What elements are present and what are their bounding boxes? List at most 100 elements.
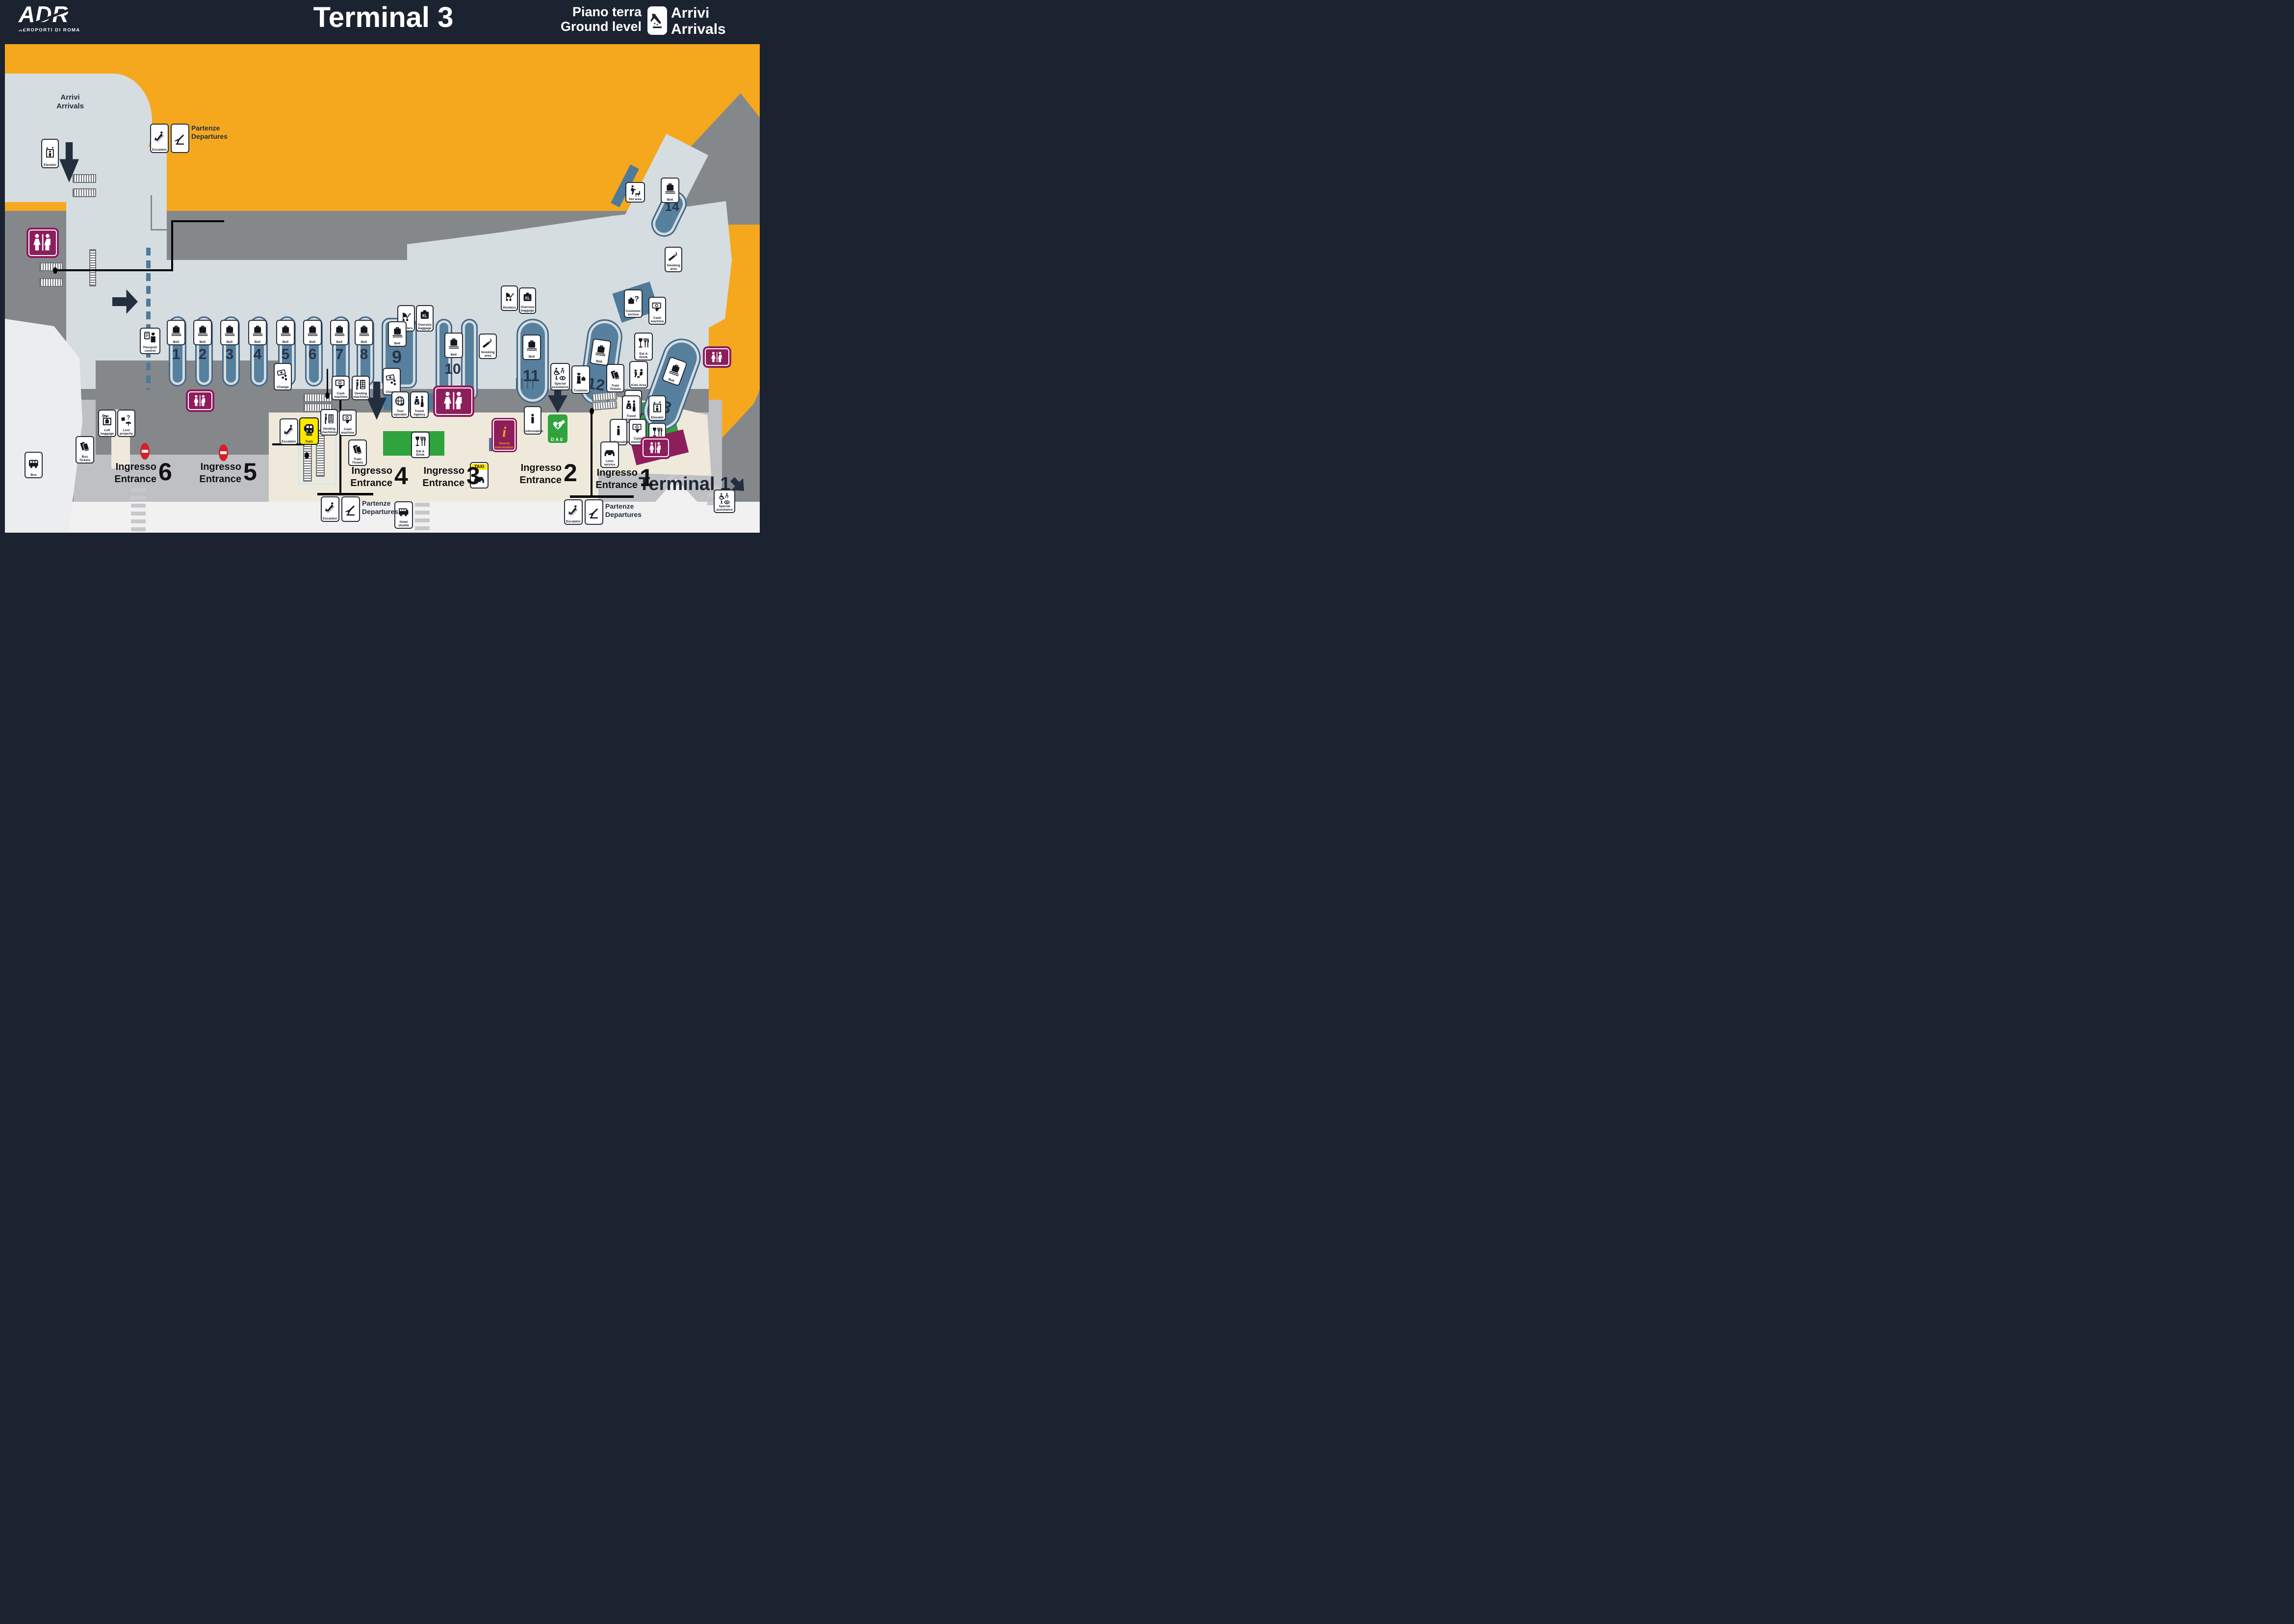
- callout-line: [55, 269, 173, 271]
- direction-en: Arrivals: [671, 21, 726, 37]
- belt-label: Belt: [282, 340, 289, 344]
- smoking-area-1: Smoking area: [479, 334, 497, 359]
- kids-area: Kids Area: [629, 361, 648, 388]
- vending-machines-center-label: Vending machines: [353, 391, 368, 399]
- belt-10-number: 10: [444, 361, 461, 377]
- elevator-topleft: Elevator: [41, 139, 59, 168]
- pet-area-label: Pet area: [629, 197, 642, 201]
- cash-machine-center-label: Cash machine: [334, 391, 347, 399]
- baggage-belt-icon: [356, 322, 372, 340]
- belt-2-sign: Belt: [193, 320, 212, 345]
- arrivals-sign: Arrivi Arrivals: [43, 93, 97, 111]
- belt-5-sign: Belt: [276, 320, 295, 345]
- belt-8-sign: Belt: [355, 320, 373, 345]
- callout-line: [171, 220, 224, 222]
- belt-label: Belt: [336, 340, 343, 344]
- callout-line: [339, 386, 341, 494]
- adr-logo: ADR AEROPORTI DI ROMA: [19, 3, 107, 33]
- baggage-belt-icon: [665, 359, 686, 382]
- vending-icon: [322, 411, 336, 427]
- train-icon: [301, 419, 317, 440]
- wc3-icon: [644, 440, 668, 456]
- departures-en: Departures: [362, 507, 398, 516]
- callout-line: [591, 411, 593, 496]
- special-assistance-2: Special assistance: [714, 490, 735, 513]
- wall: [151, 195, 152, 231]
- entrance-4-number: 4: [394, 462, 408, 490]
- departures-sign-bottom-center: Partenze Departures: [362, 499, 398, 516]
- customs-icon: [573, 367, 589, 389]
- cashm-icon: [630, 421, 645, 437]
- callout-dot: [325, 392, 330, 399]
- entrance-en: Entrance: [595, 480, 638, 490]
- tour-operator-label: Tour operator: [393, 409, 407, 416]
- train-tickets-center: Train Tickets: [348, 439, 367, 466]
- adr-logo-subtitle: AEROPORTI DI ROMA: [19, 27, 80, 33]
- dae-label: DAE: [550, 437, 565, 442]
- elevator-right: Elevator: [648, 395, 666, 421]
- road-terminal1: [628, 479, 726, 533]
- pet-area: Pet area: [625, 182, 645, 203]
- hotel-shuttle: Hotel shuttle: [394, 501, 413, 529]
- belt-6-sign: Belt: [303, 320, 322, 345]
- bus: Bus: [25, 452, 43, 478]
- svg-text:XL: XL: [422, 313, 428, 318]
- queue-barriers: [516, 378, 538, 389]
- departures-en: Departures: [605, 510, 642, 518]
- entrance-en: Entrance: [519, 475, 562, 486]
- globe-icon: [393, 393, 408, 410]
- belt-label: Belt: [254, 340, 261, 344]
- escalator-bottom-right-label: Escalator: [566, 519, 581, 523]
- baggage-belt-icon: [168, 322, 184, 340]
- callout-dot: [305, 452, 309, 459]
- eat-drink-center: Eat & Drink: [411, 432, 430, 458]
- cash-machine-right-2: Cash machine: [629, 419, 646, 445]
- escalator-center-label: Escalator: [282, 439, 296, 443]
- callout-line: [327, 369, 328, 395]
- customs: Customs: [571, 365, 590, 394]
- information-left: Information: [524, 406, 543, 435]
- departures-it: Partenze: [191, 124, 220, 132]
- xl-icon: XL: [520, 289, 535, 306]
- baggage-belt-icon: [389, 323, 405, 342]
- escalator-strip: [73, 174, 96, 183]
- entrance-en: Entrance: [422, 478, 464, 489]
- customer-service: ?Customer service: [624, 289, 643, 318]
- svg-text:?: ?: [635, 295, 640, 303]
- entrance-5-number: 5: [243, 458, 257, 486]
- escalator-center: Escalator: [280, 418, 298, 445]
- stroller-icon: [502, 287, 516, 306]
- belt-label: Belt: [361, 340, 367, 344]
- arrivals-plane-icon: [647, 6, 667, 35]
- eat-drink-right-label: Eat & Drink: [639, 352, 648, 359]
- belt-4-number: 4: [253, 346, 262, 362]
- entrance-1-number: 1: [640, 464, 653, 491]
- change-icon: [384, 370, 399, 390]
- escalator-top-label: Escalator: [152, 148, 167, 152]
- information-right-2-label: Information: [611, 440, 629, 444]
- train-tickets-right-label: Train Tickets: [610, 384, 621, 391]
- belt-label: Belt: [226, 340, 233, 344]
- wc3-icon: [189, 393, 211, 409]
- level-en: Ground level: [560, 19, 642, 34]
- entrance-it: Ingresso: [200, 462, 241, 472]
- tourist-information-label: Tourist Information: [495, 442, 514, 449]
- cash-machine-right-2-label: Cash machine: [631, 437, 644, 444]
- travel-agency-center: Travel Agency: [410, 391, 429, 418]
- callout-dot: [53, 267, 57, 274]
- toilets-right: [705, 348, 729, 366]
- strollers-2-label: Strollers: [503, 306, 516, 309]
- change-1: Change: [274, 363, 292, 390]
- dae-icon: [548, 415, 567, 438]
- limo-service: Limo service: [600, 441, 619, 468]
- escalator-icon: [566, 501, 581, 520]
- entrance-it: Ingresso: [520, 463, 562, 473]
- belt-6-number: 6: [308, 346, 317, 362]
- passport-control-line: [146, 248, 151, 390]
- no-entry-sign: [219, 444, 228, 461]
- vending-machines-center: Vending machines: [352, 376, 370, 400]
- cash-machine-right-top-label: Cash machine: [650, 316, 664, 323]
- belt-label: Belt: [450, 353, 457, 357]
